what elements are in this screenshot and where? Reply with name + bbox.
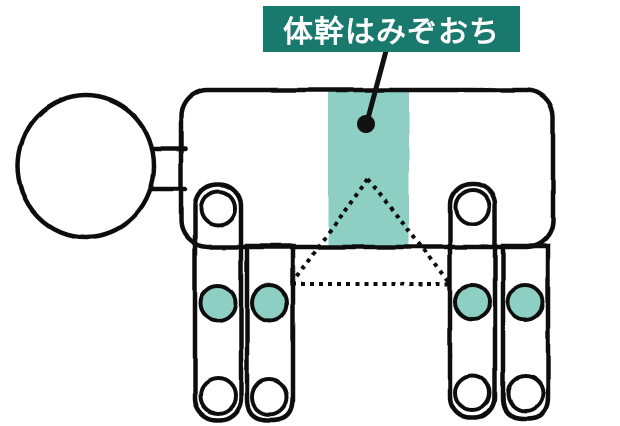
front-shoulder-joint-circle: [199, 189, 237, 227]
dotted-triangle-left-side: [290, 177, 370, 285]
hind-inner-paw-circle: [453, 373, 492, 413]
hind-leg-outer: [500, 243, 551, 421]
hind-outer-paw-circle: [506, 373, 545, 413]
front-inner-knee-joint-circle: [198, 283, 238, 323]
front-outer-knee-joint-circle: [250, 283, 289, 323]
line-art-group: [15, 87, 556, 423]
dog-head: [15, 92, 157, 240]
callout-label: 体幹はみぞおち: [263, 6, 520, 52]
hind-leg-inner: [447, 181, 498, 421]
front-leg-inner: [192, 181, 244, 423]
front-outer-paw-circle: [250, 377, 289, 417]
callout-pointer-line: [364, 48, 389, 125]
dog-body: [178, 87, 556, 250]
front-leg-outer: [244, 243, 296, 423]
hind-hip-joint-circle: [453, 188, 492, 226]
front-inner-paw-circle: [198, 376, 238, 416]
hind-outer-knee-joint-circle: [506, 282, 545, 322]
callout-pointer-group: [357, 48, 389, 133]
dotted-triangle-right-side: [366, 177, 452, 285]
hind-inner-knee-joint-circle: [453, 282, 492, 322]
callout-point-dot: [357, 115, 375, 133]
